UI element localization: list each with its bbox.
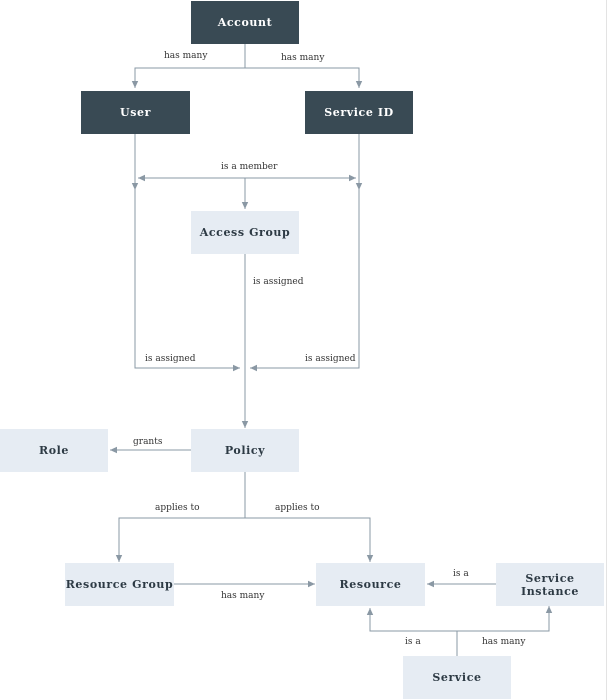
label-member: is a member	[221, 162, 278, 172]
label-account-user: has many	[164, 51, 208, 61]
label-service-instance-resource: is a	[453, 569, 469, 579]
node-resource-group: Resource Group	[65, 563, 174, 606]
right-border	[606, 0, 607, 700]
label-policy-resource-group: applies to	[155, 503, 200, 513]
label-service-resource: is a	[405, 637, 421, 647]
node-account: Account	[191, 1, 299, 44]
edge-service-id-policy	[250, 190, 360, 372]
label-service-id-policy: is assigned	[305, 354, 356, 364]
edge-policy-resource-group	[115, 472, 246, 562]
edge-service-service-instance	[457, 606, 553, 632]
label-policy-resource: applies to	[275, 503, 320, 513]
label-account-service-id: has many	[281, 53, 325, 63]
edge-user-policy	[134, 190, 240, 372]
node-service-instance: Service Instance	[496, 563, 604, 606]
label-resource-group-resource: has many	[221, 591, 265, 601]
edge-account-service-id	[245, 67, 363, 88]
node-policy: Policy	[191, 429, 299, 472]
edge-service-resource	[366, 608, 457, 632]
label-user-policy: is assigned	[145, 354, 196, 364]
node-service: Service	[403, 656, 511, 699]
node-resource: Resource	[316, 563, 425, 606]
edge-policy-resource	[245, 517, 374, 562]
node-access-group: Access Group	[191, 211, 299, 254]
node-role: Role	[0, 429, 108, 472]
label-service-service-instance: has many	[482, 637, 526, 647]
label-policy-role: grants	[133, 437, 163, 447]
node-service-id: Service ID	[305, 91, 413, 134]
edge-account-user	[131, 44, 246, 88]
node-user: User	[81, 91, 190, 134]
label-access-group-policy: is assigned	[253, 277, 304, 287]
